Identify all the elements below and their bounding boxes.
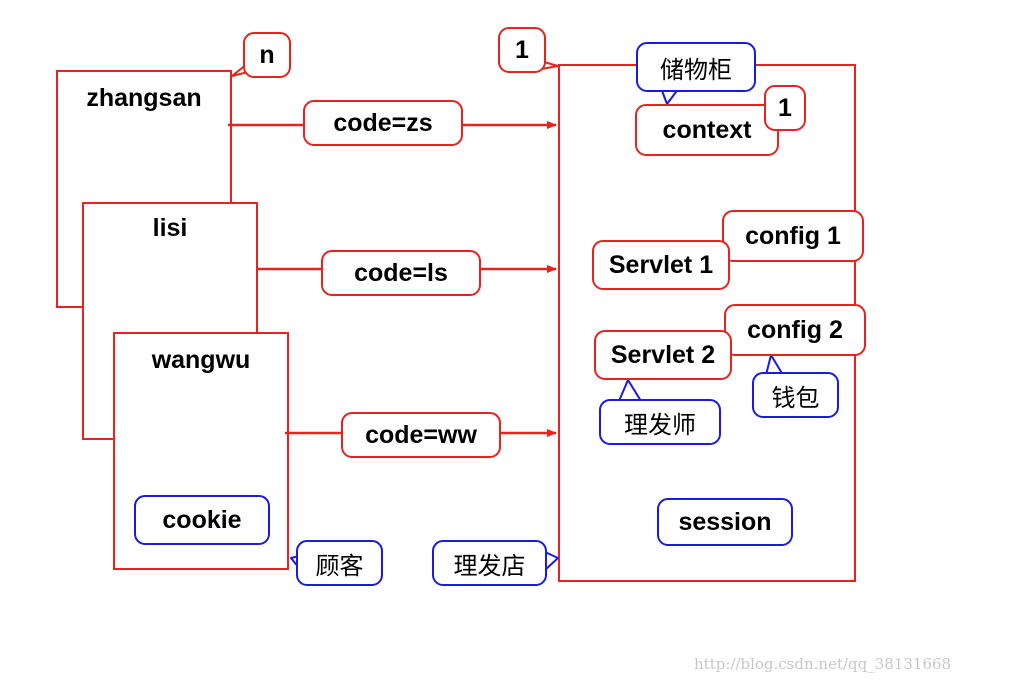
context-object: context: [635, 104, 779, 156]
customer-name-lisi: lisi: [152, 214, 188, 242]
watermark-text: http://blog.csdn.net/qq_38131668: [694, 655, 952, 673]
customer-name-zhangsan: zhangsan: [86, 84, 202, 112]
config-1-object: config 1: [722, 210, 864, 262]
customer-count-callout: n: [243, 32, 291, 78]
servlet-note-callout: 理发师: [599, 399, 721, 445]
server-note-callout: 理发店: [432, 540, 547, 586]
request-label-ls: code=ls: [321, 250, 481, 296]
context-count-callout: 1: [764, 85, 806, 131]
request-label-ww: code=ww: [341, 412, 501, 458]
servlet-1-object: Servlet 1: [592, 240, 730, 290]
context-note-callout: 储物柜: [636, 42, 756, 92]
cookie-object: cookie: [134, 495, 270, 545]
customer-name-wangwu: wangwu: [151, 346, 251, 374]
request-label-zs: code=zs: [303, 100, 463, 146]
session-object: session: [657, 498, 793, 546]
customer-note-callout: 顾客: [296, 540, 383, 586]
server-count-callout: 1: [498, 27, 546, 73]
servlet-2-object: Servlet 2: [594, 330, 732, 380]
config-2-object: config 2: [724, 304, 866, 356]
config-note-callout: 钱包: [752, 372, 839, 418]
